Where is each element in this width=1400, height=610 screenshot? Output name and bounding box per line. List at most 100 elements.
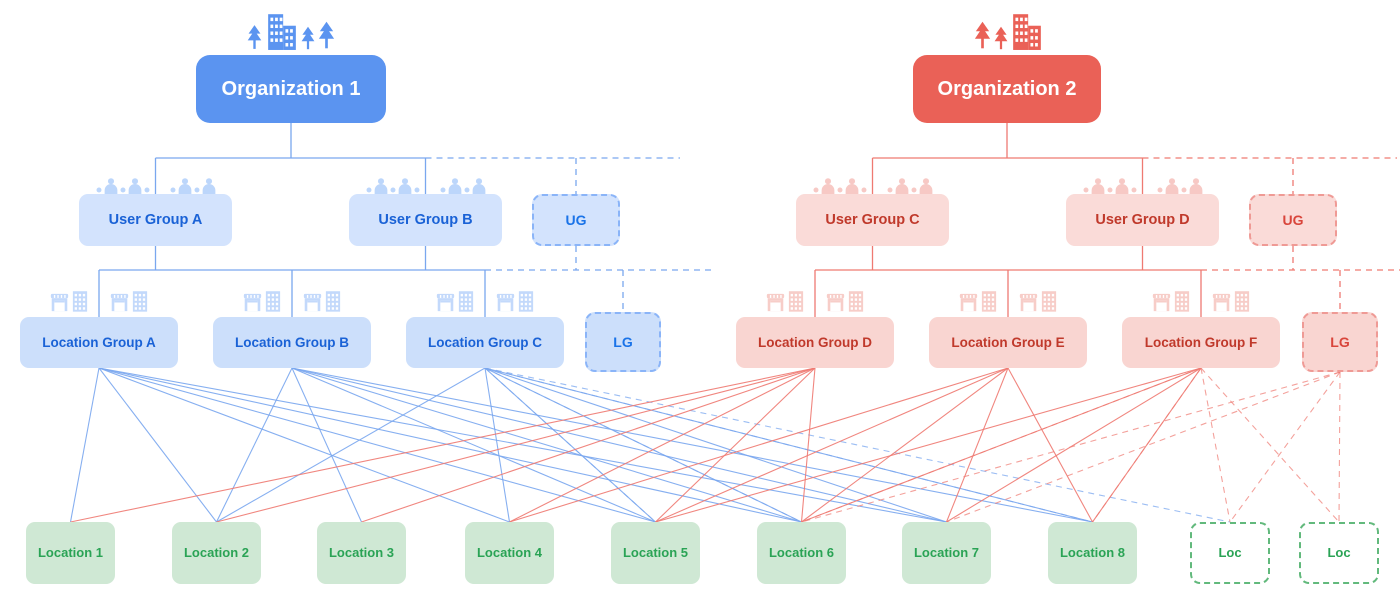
people-icon [812,177,868,194]
node-label: Organization 2 [937,77,1077,100]
location-node-loc2[interactable]: Location 2 [172,522,261,584]
user-group-node-ugd[interactable]: User Group D [1066,194,1219,246]
office-icon [1041,290,1057,317]
node-label: UG [565,211,587,228]
node-label: Location Group F [1144,334,1258,350]
tree-icon [300,26,316,55]
user-group-node-ugc[interactable]: User Group C [796,194,949,246]
shop-icon [1152,293,1171,317]
node-label: Location 7 [913,544,979,560]
location-group-node-lge[interactable]: Location Group E [929,317,1087,368]
location-group-icon-lgb [219,290,365,317]
node-label: User Group C [825,211,920,228]
node-label: Location 3 [328,544,394,560]
node-label: LG [613,333,633,350]
location-node-loc3[interactable]: Location 3 [317,522,406,584]
node-label: Location 2 [183,544,249,560]
office-icon [788,290,804,317]
user-group-node-ugb[interactable]: User Group B [349,194,502,246]
node-label: LG [1330,333,1350,350]
location-node-loc4[interactable]: Location 4 [465,522,554,584]
shop-icon [243,293,262,317]
people-icon [1156,177,1203,194]
tree-icon [317,20,336,55]
location-node-loc5[interactable]: Location 5 [611,522,700,584]
location-group-icon-lgc [412,290,558,317]
office-icon [848,290,864,317]
user-group-node-uga[interactable]: User Group A [79,194,232,246]
node-label: User Group B [378,211,473,228]
placeholder-node-lg-ghost-red[interactable]: LG [1302,312,1378,372]
people-icon [365,177,421,194]
node-label: UG [1282,211,1304,228]
office-icon [325,290,341,317]
office-icon [981,290,997,317]
location-node-loc7[interactable]: Location 7 [902,522,991,584]
location-group-node-lgc[interactable]: Location Group C [406,317,564,368]
node-label: Location Group A [42,334,156,350]
location-node-loc1[interactable]: Location 1 [26,522,115,584]
organization-node-org1[interactable]: Organization 1 [196,55,386,123]
org-icon-group-org2 [933,13,1081,55]
people-icon [439,177,486,194]
tree-icon [246,24,263,55]
location-node-loc8[interactable]: Location 8 [1048,522,1137,584]
people-icon [1082,177,1138,194]
shop-icon [1212,293,1231,317]
node-label: Location Group E [951,334,1065,350]
user-group-icon-ugd [1074,175,1211,194]
placeholder-node-lg-ghost-blue[interactable]: LG [585,312,661,372]
placeholder-node-loc-ghost-2[interactable]: Loc [1299,522,1379,584]
shop-icon [1019,293,1038,317]
people-icon [886,177,933,194]
location-group-node-lgb[interactable]: Location Group B [213,317,371,368]
node-label: Loc [1218,544,1242,560]
shop-icon [496,293,515,317]
shop-icon [826,293,845,317]
node-label: Location Group B [235,334,349,350]
office-icon [132,290,148,317]
user-group-icon-uga [87,175,224,194]
shop-icon [959,293,978,317]
shop-icon [50,293,69,317]
node-label: Organization 1 [221,77,361,100]
location-group-node-lga[interactable]: Location Group A [20,317,178,368]
location-group-icon-lga [26,290,172,317]
shop-icon [110,293,129,317]
location-group-icon-lgf [1128,291,1274,317]
shop-icon [436,293,455,317]
location-group-node-lgd[interactable]: Location Group D [736,317,894,368]
user-group-icon-ugb [357,175,494,194]
node-label: Location 6 [768,544,834,560]
location-node-loc6[interactable]: Location 6 [757,522,846,584]
people-icon [169,177,216,194]
node-label: Location Group C [428,334,542,350]
placeholder-node-ug-ghost-red[interactable]: UG [1249,194,1337,246]
tree-icon [973,20,992,55]
node-label: Location 8 [1059,544,1125,560]
placeholder-node-loc-ghost-1[interactable]: Loc [1190,522,1270,584]
office-icon [518,290,534,317]
node-label: User Group D [1095,211,1190,228]
organization-node-org2[interactable]: Organization 2 [913,55,1101,123]
office-icon [265,290,281,317]
user-group-icon-ugc [804,175,941,194]
node-label: User Group A [108,211,203,228]
shop-icon [766,293,785,317]
people-icon [95,177,151,194]
location-group-node-lgf[interactable]: Location Group F [1122,317,1280,368]
node-label: Location 1 [37,544,103,560]
location-group-icon-lgd [742,290,888,317]
node-label: Location Group D [758,334,872,350]
node-label: Loc [1327,544,1351,560]
office-icon [458,290,474,317]
building-icon [1012,13,1042,55]
office-icon [72,290,88,317]
tree-icon [993,26,1009,55]
location-group-icon-lge [935,290,1081,317]
org-icon-group-org1 [216,13,366,55]
building-icon [267,13,297,55]
placeholder-node-ug-ghost-blue[interactable]: UG [532,194,620,246]
node-label: Location 5 [622,544,688,560]
